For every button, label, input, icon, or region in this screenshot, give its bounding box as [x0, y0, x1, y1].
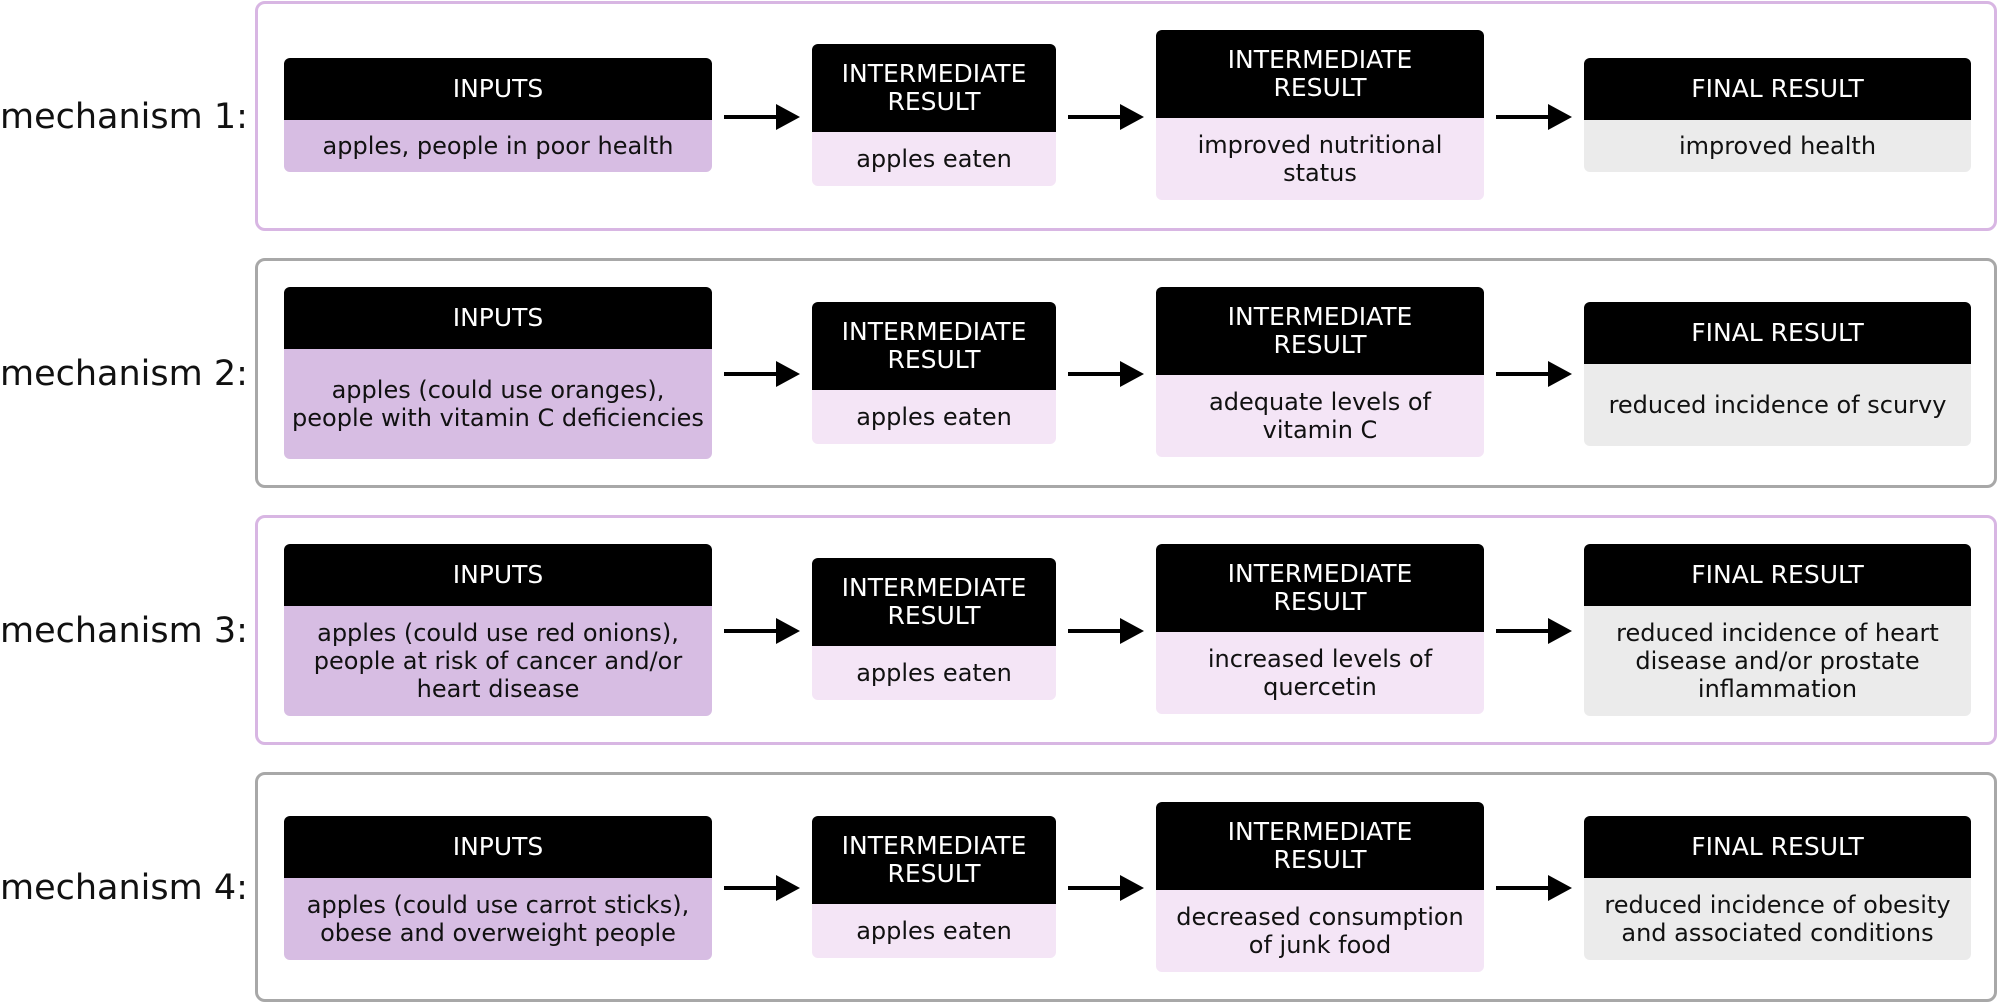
final-header: FINAL RESULT — [1584, 544, 1971, 606]
right-arrow-icon — [1496, 871, 1572, 905]
inputs-body: apples (could use red onions), people at… — [284, 606, 712, 716]
inputs-body: apples (could use oranges), people with … — [284, 349, 712, 459]
right-arrow-icon — [1068, 871, 1144, 905]
intermediate-header: INTERMEDIATE RESULT — [1156, 802, 1484, 890]
right-arrow-icon — [1068, 100, 1144, 134]
right-arrow-icon — [724, 871, 800, 905]
intermediate-header: INTERMEDIATE RESULT — [812, 302, 1056, 390]
intermediate-header: INTERMEDIATE RESULT — [1156, 287, 1484, 375]
right-arrow-icon — [1496, 614, 1572, 648]
inputs-header: INPUTS — [284, 58, 712, 120]
intermediate-header: INTERMEDIATE RESULT — [812, 44, 1056, 132]
inputs-body: apples, people in poor health — [284, 120, 712, 172]
final-body: improved health — [1584, 120, 1971, 172]
intermediate-body: apples eaten — [812, 390, 1056, 444]
final-header: FINAL RESULT — [1584, 816, 1971, 878]
inputs-header: INPUTS — [284, 287, 712, 349]
intermediate-header: INTERMEDIATE RESULT — [1156, 544, 1484, 632]
right-arrow-icon — [1068, 614, 1144, 648]
right-arrow-icon — [1496, 100, 1572, 134]
mechanism-label: mechanism 2: — [0, 354, 248, 394]
intermediate-body: apples eaten — [812, 132, 1056, 186]
right-arrow-icon — [724, 614, 800, 648]
final-body: reduced incidence of scurvy — [1584, 364, 1971, 446]
intermediate-body: apples eaten — [812, 904, 1056, 958]
right-arrow-icon — [724, 100, 800, 134]
inputs-body: apples (could use carrot sticks), obese … — [284, 878, 712, 960]
intermediate-header: INTERMEDIATE RESULT — [812, 816, 1056, 904]
right-arrow-icon — [1496, 357, 1572, 391]
mechanism-label: mechanism 3: — [0, 611, 248, 651]
final-body: reduced incidence of obesity and associa… — [1584, 878, 1971, 960]
intermediate-body: adequate levels of vitamin C — [1156, 375, 1484, 457]
final-header: FINAL RESULT — [1584, 302, 1971, 364]
intermediate-body: increased levels of quercetin — [1156, 632, 1484, 714]
final-header: FINAL RESULT — [1584, 58, 1971, 120]
final-body: reduced incidence of heart disease and/o… — [1584, 606, 1971, 716]
intermediate-body: improved nutritional status — [1156, 118, 1484, 200]
intermediate-body: decreased consumption of junk food — [1156, 890, 1484, 972]
mechanism-label: mechanism 4: — [0, 868, 248, 908]
mechanism-label: mechanism 1: — [0, 97, 248, 137]
intermediate-header: INTERMEDIATE RESULT — [812, 558, 1056, 646]
inputs-header: INPUTS — [284, 544, 712, 606]
right-arrow-icon — [724, 357, 800, 391]
right-arrow-icon — [1068, 357, 1144, 391]
intermediate-header: INTERMEDIATE RESULT — [1156, 30, 1484, 118]
intermediate-body: apples eaten — [812, 646, 1056, 700]
inputs-header: INPUTS — [284, 816, 712, 878]
